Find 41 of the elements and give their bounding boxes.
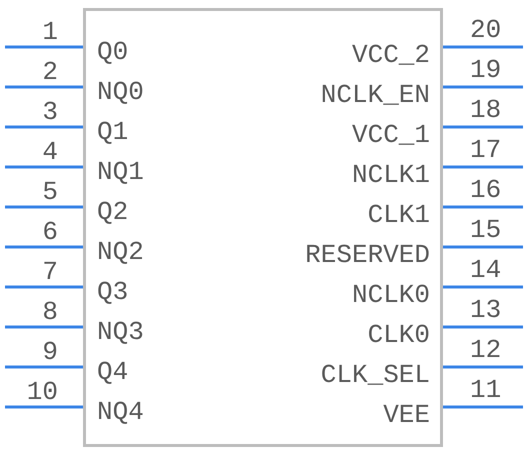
pin-number: 11 — [470, 375, 502, 405]
pin-name: Q1 — [97, 117, 128, 147]
pin-name: CLK1 — [368, 200, 430, 230]
pin-number: 18 — [470, 95, 502, 125]
pin-name: NCLK1 — [352, 160, 430, 190]
pin-name: NQ0 — [97, 77, 144, 107]
pin-number: 17 — [470, 135, 502, 165]
pin-name: VEE — [383, 400, 430, 430]
pin-number: 5 — [42, 177, 58, 207]
pin-number: 9 — [42, 337, 58, 367]
pin-name: CLK_SEL — [320, 360, 430, 390]
pin-number: 19 — [470, 55, 502, 85]
pin-name: Q0 — [97, 37, 128, 67]
pin-number: 1 — [42, 17, 58, 47]
pin-name: Q3 — [97, 277, 128, 307]
pin-number: 14 — [470, 255, 502, 285]
pin-name: NQ3 — [97, 317, 144, 347]
pin-number: 3 — [42, 97, 58, 127]
pin-number: 8 — [42, 297, 58, 327]
ic-body — [83, 8, 443, 447]
pin-name: Q4 — [97, 357, 128, 387]
pin-name: CLK0 — [368, 320, 430, 350]
pin-number: 15 — [470, 215, 502, 245]
pin-name: NCLK_EN — [320, 80, 430, 110]
pin-number: 20 — [470, 15, 502, 45]
pin-name: NCLK0 — [352, 280, 430, 310]
pin-name: NQ1 — [97, 157, 144, 187]
pin-number: 6 — [42, 217, 58, 247]
pin-number: 13 — [470, 295, 502, 325]
pin-name: NQ4 — [97, 397, 144, 427]
pin-number: 10 — [26, 377, 58, 407]
pin-name: VCC_1 — [352, 120, 430, 150]
pin-number: 4 — [42, 137, 58, 167]
pin-number: 16 — [470, 175, 502, 205]
pin-number: 7 — [42, 257, 58, 287]
pin-number: 12 — [470, 335, 502, 365]
pin-number: 2 — [42, 57, 58, 87]
pin-name: RESERVED — [305, 240, 430, 270]
pin-name: VCC_2 — [352, 40, 430, 70]
pin-name: Q2 — [97, 197, 128, 227]
pin-name: NQ2 — [97, 237, 144, 267]
